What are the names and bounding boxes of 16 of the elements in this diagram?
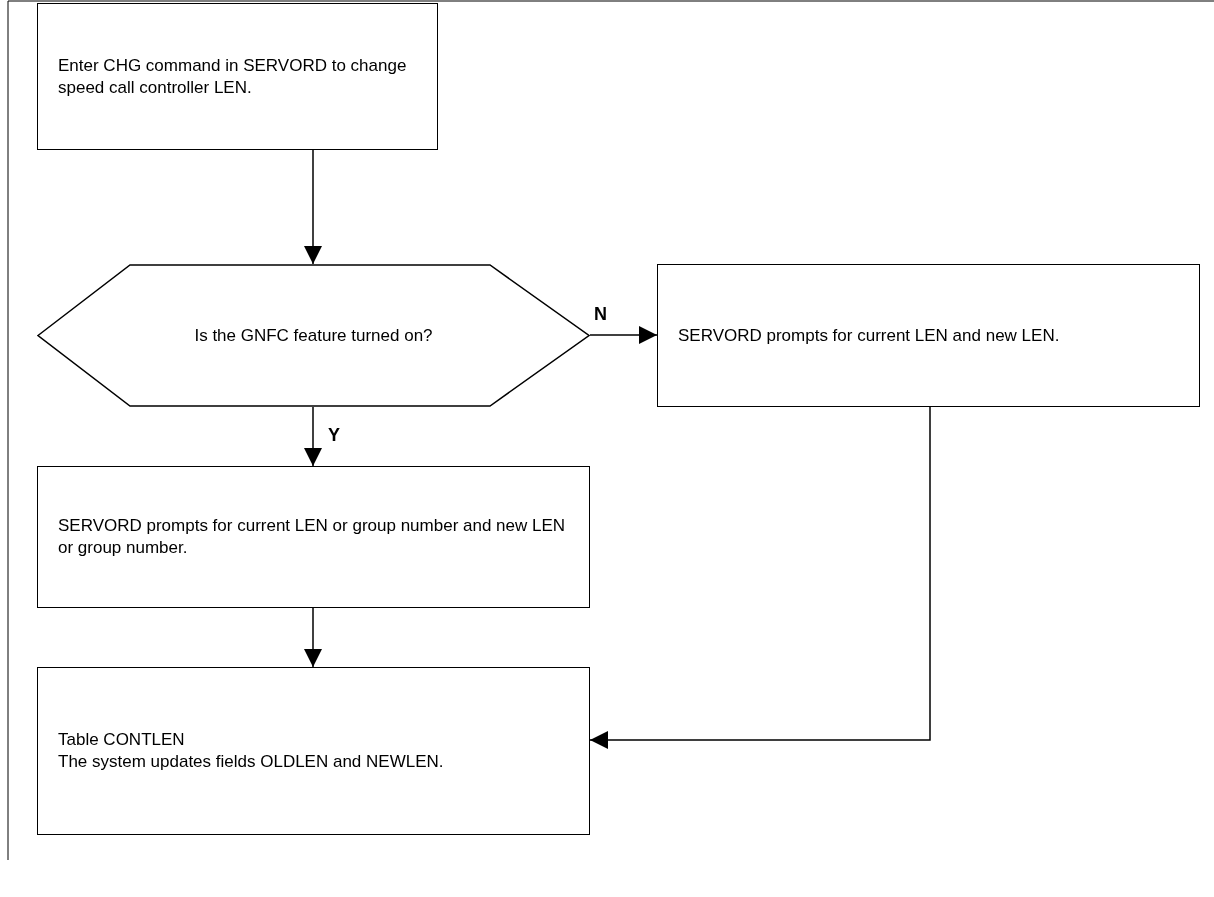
node-text: Enter CHG command in SERVORD to change speed call controller LEN.	[58, 54, 408, 99]
arrow	[304, 406, 322, 467]
process-box	[37, 667, 590, 835]
process-box	[657, 264, 1200, 407]
process-box	[37, 3, 438, 150]
node-text: Table CONTLEN	[58, 729, 186, 751]
node-text: The system updates fields OLDLEN and NEWLEN.	[58, 751, 445, 773]
arrow	[589, 326, 658, 344]
arrow	[589, 406, 931, 749]
node-text: SERVORD prompts for current LEN and new LEN.	[678, 324, 1061, 347]
arrow	[304, 149, 322, 265]
decision-shape	[37, 264, 590, 407]
arrow	[304, 607, 322, 668]
process-box	[37, 466, 590, 608]
node-text: Is the GNFC feature turned on?	[194, 324, 433, 347]
node-text: SERVORD prompts for current LEN or group number and new LEN or group number.	[58, 515, 567, 559]
